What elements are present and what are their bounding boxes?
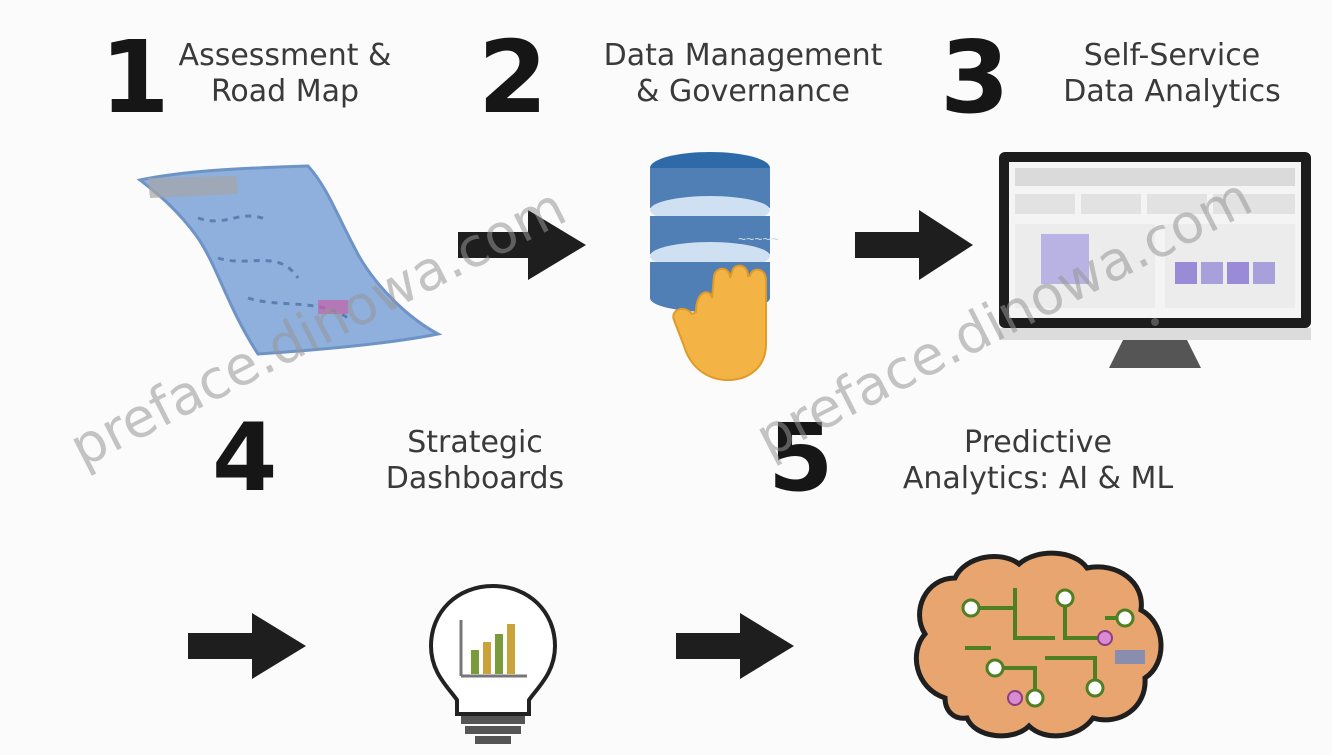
step-3-label: Self-Service Data Analytics [1022, 38, 1322, 110]
step-1-label: Assessment & Road Map [150, 38, 420, 110]
step-1-label-line2: Road Map [210, 74, 360, 109]
step-5-number: 5 [768, 404, 833, 513]
step-5-label-line1: Predictive [964, 425, 1112, 460]
step-4-number: 4 [212, 404, 277, 513]
step-4-label-line1: Strategic [407, 425, 543, 460]
step-4-label-line2: Dashboards [385, 461, 565, 496]
lightbulb-chart-icon [428, 583, 558, 744]
step-3-label-line1: Self-Service [1083, 38, 1261, 73]
step-2-label-line1: Data Management [603, 38, 883, 73]
map-icon [136, 164, 443, 356]
step-5-label-line2: Analytics: AI & ML [902, 461, 1174, 496]
step-3-number: 3 [940, 19, 1010, 136]
step-2-label-line2: & Governance [636, 74, 850, 109]
step-1-number: 1 [100, 19, 170, 136]
svg-text:~~~~~: ~~~~~ [738, 231, 779, 247]
step-2-number: 2 [478, 19, 548, 136]
step-1-label-line1: Assessment & [178, 38, 392, 73]
database-hand-icon: ~~~~~ [650, 152, 779, 382]
step-3-label-line2: Data Analytics [1063, 74, 1281, 109]
step-4-label: Strategic Dashboards [350, 425, 600, 497]
arrow-right-icon [458, 210, 586, 280]
arrow-right-icon [676, 613, 794, 679]
step-2-label: Data Management & Governance [568, 38, 918, 110]
arrow-right-icon [188, 613, 306, 679]
monitor-dashboard-icon [999, 152, 1311, 368]
step-5-label: Predictive Analytics: AI & ML [868, 425, 1208, 497]
arrow-right-icon [855, 210, 973, 280]
circuit-brain-icon [913, 550, 1164, 739]
